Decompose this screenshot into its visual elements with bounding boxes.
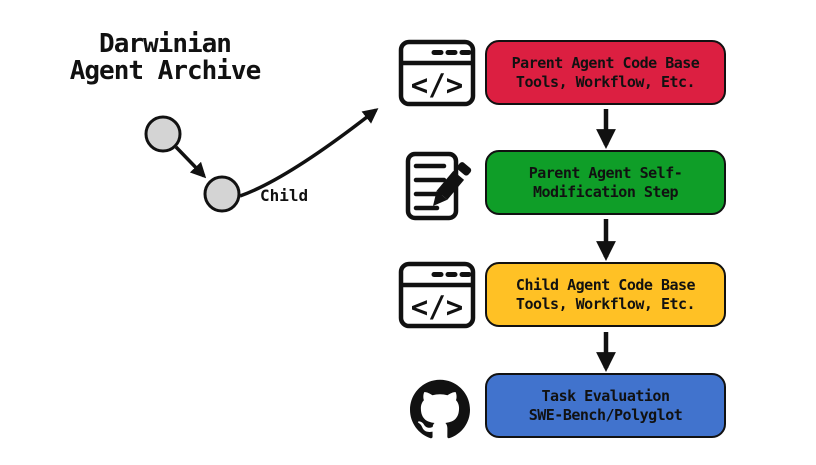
code-glyph: </> <box>411 68 463 102</box>
code-window-icon: </> <box>398 39 476 107</box>
parent-to-child-arrow <box>174 145 207 179</box>
child-to-flow-arrow <box>239 108 379 198</box>
step-box-parent-code-base: Parent Agent Code Base Tools, Workflow, … <box>485 40 726 105</box>
pencil-glyph <box>433 162 472 206</box>
step-label-line1: Task Evaluation <box>541 386 670 405</box>
step-box-child-code-base: Child Agent Code Base Tools, Workflow, E… <box>485 262 726 327</box>
step-label-line1: Parent Agent Self- <box>528 163 683 182</box>
parent-node-circle <box>144 115 182 153</box>
step-label-line2: Modification Step <box>532 182 679 201</box>
step-box-task-evaluation: Task Evaluation SWE-Bench/Polyglot <box>485 373 726 438</box>
child-node-label: Child <box>260 186 309 205</box>
code-glyph: </> <box>411 290 463 324</box>
step-label-line2: Tools, Workflow, Etc. <box>515 294 696 313</box>
archive-title: Darwinian Agent Archive <box>35 31 295 85</box>
archive-title-line1: Darwinian <box>99 29 232 59</box>
step-label-line2: Tools, Workflow, Etc. <box>515 72 696 91</box>
step-label-line1: Child Agent Code Base <box>515 275 696 294</box>
step-label-line1: Parent Agent Code Base <box>511 53 700 72</box>
step-box-self-modification: Parent Agent Self- Modification Step <box>485 150 726 215</box>
edit-document-icon <box>405 151 472 221</box>
child-node-circle <box>203 175 241 213</box>
step-label-line2: SWE-Bench/Polyglot <box>528 405 683 424</box>
code-window-icon: </> <box>398 261 476 329</box>
github-icon <box>410 379 470 439</box>
archive-title-line2: Agent Archive <box>69 56 262 86</box>
